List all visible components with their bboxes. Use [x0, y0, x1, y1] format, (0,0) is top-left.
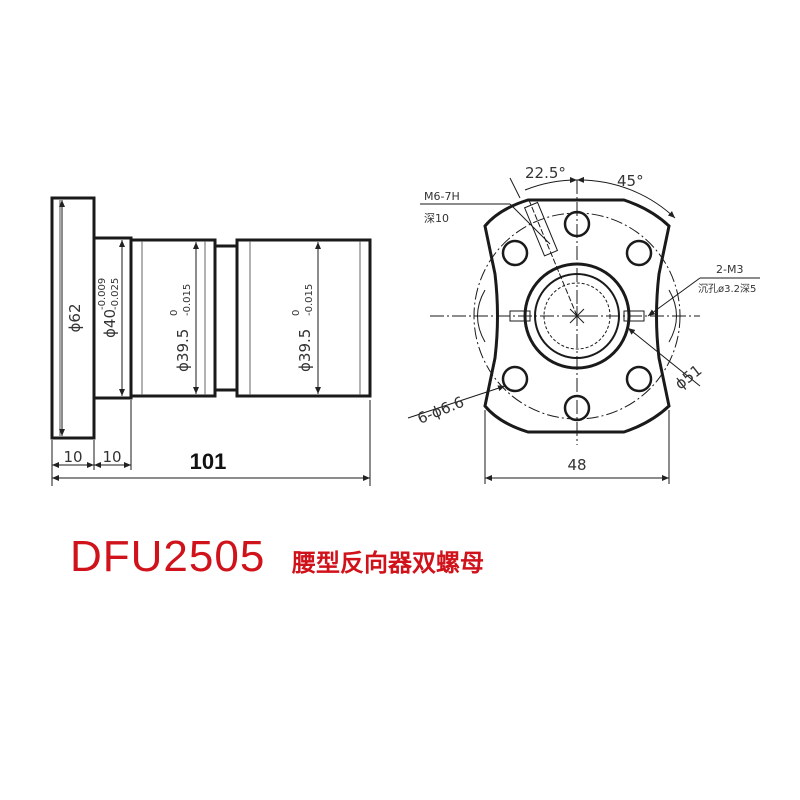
front-view-labels: M6-7H 深10 22.5° 45° 2-M3 沉孔ø3.2深5 6-ϕ6.6… [415, 164, 757, 474]
body1-dia-label: ϕ39.5 [174, 329, 192, 372]
tap-hole-left [509, 310, 531, 322]
body2-dia-label: ϕ39.5 [296, 329, 314, 372]
product-description: 腰型反向器双螺母 [292, 549, 484, 577]
flange-dia-label: ϕ62 [66, 304, 84, 333]
body2-tol-upper: 0 [291, 310, 302, 316]
flange-thk-label: 10 [63, 448, 82, 466]
bolt-hole [501, 239, 529, 267]
nut-outer [523, 262, 631, 370]
side-view-labels: ϕ62 ϕ40 -0.009 -0.025 ϕ39.5 0 -0.015 ϕ39… [63, 278, 315, 474]
step-len-label: 10 [102, 448, 121, 466]
lube-hole [523, 199, 578, 317]
angle-b-label: 45° [617, 172, 644, 190]
body-section-2 [235, 238, 372, 398]
step-tol-lower: -0.025 [110, 278, 121, 310]
body1-tol-lower: -0.015 [182, 284, 193, 316]
bolt-hole [625, 239, 653, 267]
body1-tol-upper: 0 [169, 310, 180, 316]
total-length-label: 101 [190, 449, 227, 474]
pcd-label: ϕ51 [671, 361, 705, 393]
front-view [407, 176, 760, 484]
bolt-hole [501, 365, 529, 393]
lube-depth-label: 深10 [424, 212, 449, 225]
angle-a-label: 22.5° [525, 164, 566, 182]
tap-depth-label: 沉孔ø3.2深5 [698, 282, 756, 295]
body-section-1 [129, 238, 217, 398]
lube-thread-label: M6-7H [424, 190, 460, 203]
tap-holes-label: 2-M3 [716, 263, 743, 276]
step-dia-label: ϕ40 [101, 309, 119, 338]
bolt-holes-label: 6-ϕ6.6 [415, 393, 467, 428]
bolt-hole [625, 365, 653, 393]
model-number: DFU2505 [70, 532, 266, 581]
step-tol-upper: -0.009 [97, 278, 108, 310]
side-view [50, 196, 372, 486]
groove [213, 244, 239, 392]
tap-hole-right [623, 310, 645, 322]
width-label: 48 [567, 456, 586, 474]
bolt-hole [563, 394, 591, 422]
body2-tol-lower: -0.015 [304, 284, 315, 316]
nut-inner [534, 273, 620, 359]
